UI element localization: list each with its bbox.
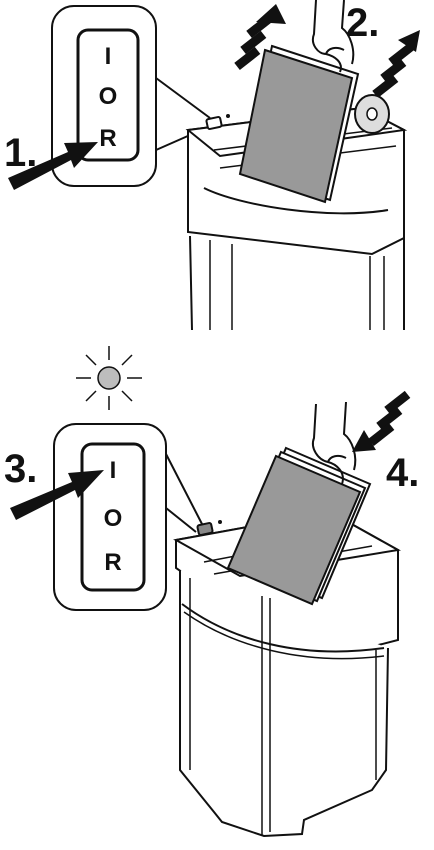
switch-key-o: O	[99, 83, 118, 110]
rocker-switch-icon	[197, 523, 213, 536]
arrow-icon	[352, 391, 410, 452]
callout-leader-bottom	[166, 454, 202, 532]
bottom-panel: I O R 3. 4.	[4, 346, 419, 836]
arrow-icon	[372, 30, 420, 98]
indicator-lamp-icon	[218, 520, 222, 524]
cd-icon	[355, 95, 389, 133]
step-label-4: 4.	[386, 451, 419, 495]
switch-key-o: O	[104, 505, 123, 532]
indicator-lamp-icon	[226, 114, 230, 118]
switch-key-r: R	[99, 125, 116, 152]
rocker-switch-icon	[206, 117, 222, 130]
switch-key-r: R	[104, 549, 121, 576]
indicator-lamp-icon	[76, 346, 142, 410]
step-label-3: 3.	[4, 447, 37, 491]
switch-key-i: I	[110, 457, 117, 484]
top-panel: I O R 1.	[4, 0, 420, 330]
switch-key-i: I	[105, 43, 112, 70]
step-label-2: 2.	[346, 1, 379, 45]
